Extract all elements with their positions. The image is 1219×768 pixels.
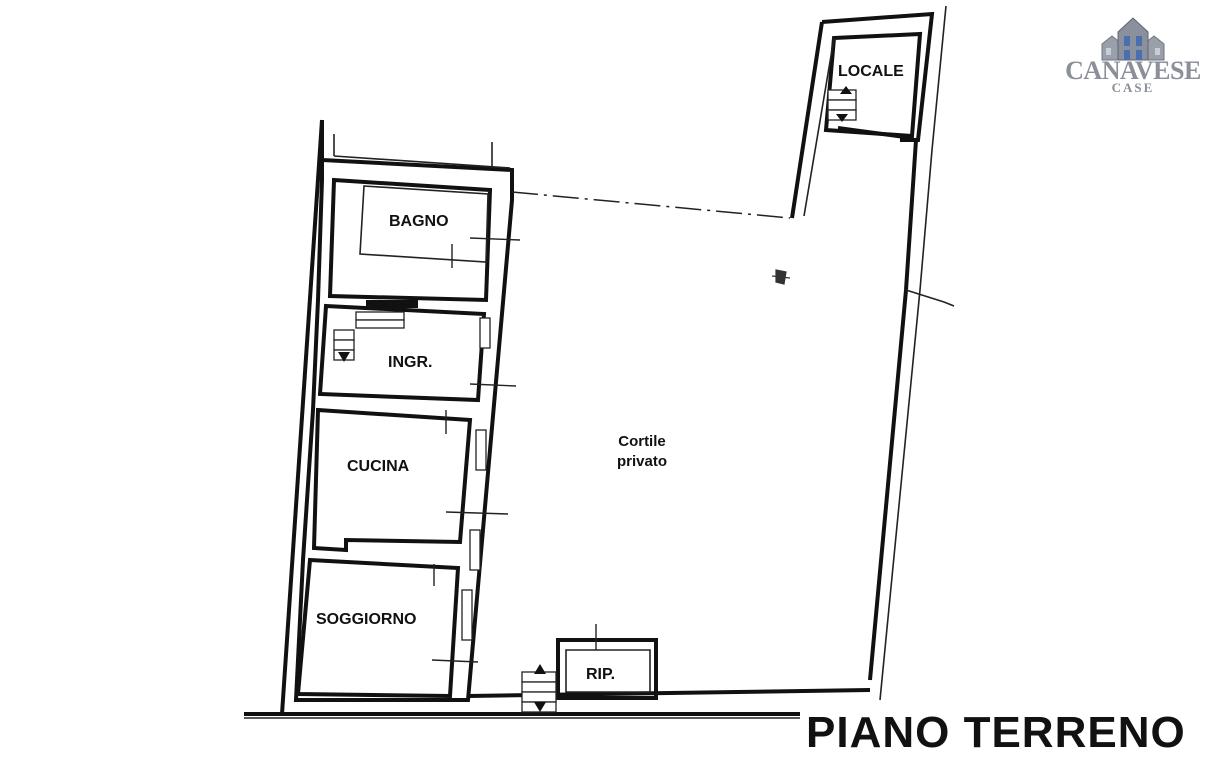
room-label-cucina: CUCINA — [347, 458, 410, 475]
locale-walls — [823, 31, 923, 139]
building-outer-wall — [293, 120, 514, 702]
logo-brand-text: CANAVESE — [1065, 56, 1201, 85]
ripostiglio-walls — [556, 638, 658, 700]
left-boundary-wall — [280, 119, 324, 715]
cucina-door-tick — [445, 511, 509, 515]
room-label-bagno: BAGNO — [389, 213, 449, 230]
courtyard-label-line2: privato — [616, 453, 667, 470]
soggiorno-walls — [295, 557, 461, 699]
locale-stairs — [827, 86, 857, 122]
courtyard-label: Cortile privato — [600, 432, 684, 472]
courtyard-top-boundary — [511, 191, 791, 219]
ripostiglio-stairs — [521, 664, 557, 713]
room-label-locale: LOCALE — [838, 63, 904, 80]
courtyard-right-wall — [868, 139, 918, 681]
room-label-ripostiglio: RIP. — [586, 666, 616, 683]
courtyard-right-outer-wall — [879, 5, 947, 701]
ingresso-walls — [317, 303, 487, 403]
ripostiglio-inner — [565, 649, 651, 693]
ingresso-door-tick — [469, 383, 517, 387]
room-label-soggiorno: SOGGIORNO — [316, 611, 417, 628]
courtyard-right-notch — [905, 289, 955, 307]
locale-left-wall — [790, 21, 824, 219]
bagno-walls — [327, 177, 493, 303]
window-strip — [461, 317, 491, 641]
courtyard-label-line1: Cortile — [618, 433, 666, 450]
logo-sub-text: CASE — [1111, 80, 1155, 95]
room-label-ingresso: INGR. — [388, 354, 433, 371]
cucina-walls — [311, 407, 473, 553]
soggiorno-door-tick — [431, 659, 479, 663]
bagno-inner-box — [359, 185, 489, 263]
top-boundary-wall — [333, 155, 511, 169]
locale-threshold — [837, 126, 913, 140]
ingresso-stairs — [333, 311, 405, 362]
floor-title: PIANO TERRENO — [806, 708, 1186, 757]
locale-left-inner — [803, 37, 835, 217]
courtyard-tap-icon — [771, 269, 791, 285]
brand-logo: CANAVESE CASE — [1058, 14, 1208, 104]
locale-outer-wall — [821, 11, 935, 142]
houses-icon — [1101, 17, 1165, 61]
ingresso-stair-landing — [366, 300, 418, 308]
bagno-door-tick — [469, 237, 521, 241]
